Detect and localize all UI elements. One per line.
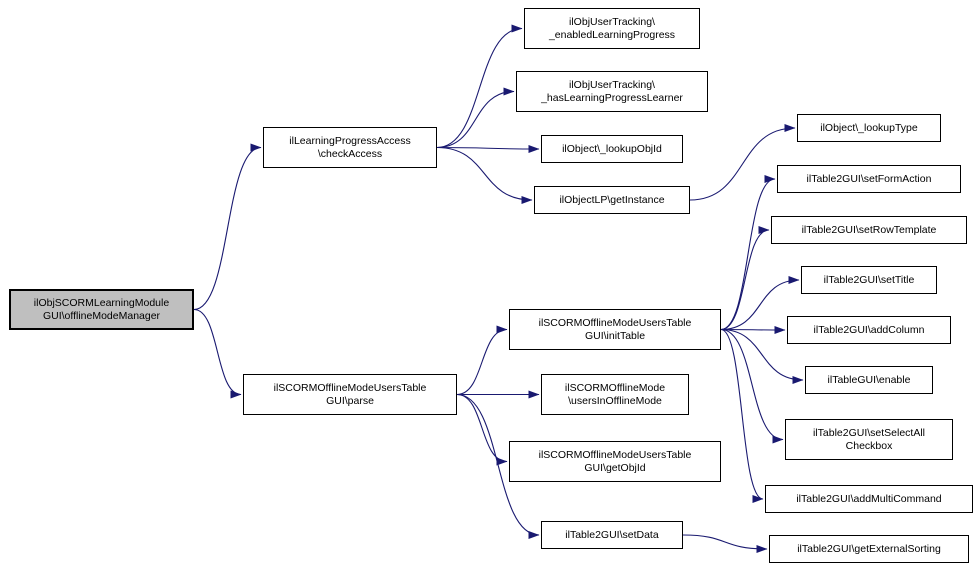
edge-checkAccess-to-hasLearningProgressLearner [436,87,515,149]
node-label-line: _enabledLearningProgress [548,28,676,41]
node-label-line: ilObject\_lookupType [820,121,918,134]
node-label-line: _hasLearningProgressLearner [541,91,683,104]
graph-node-hasLearningProgressLearner[interactable]: ilObjUserTracking\_hasLearningProgressLe… [516,71,708,112]
node-label-line: ilSCORMOfflineMode [564,381,666,394]
graph-node-addMultiCommand[interactable]: ilTable2GUI\addMultiCommand [765,485,973,513]
node-label-line: \checkAccess [317,147,383,160]
node-label-line: GUI\parse [326,394,374,407]
edge-setData-to-getExternalSorting [682,534,768,553]
node-label-line: ilObjUserTracking\ [569,78,655,91]
node-label-line: GUI\offlineModeManager [42,309,161,322]
node-label-line: ilSCORMOfflineModeUsersTable [538,316,692,329]
graph-node-setTitle[interactable]: ilTable2GUI\setTitle [801,266,937,294]
graph-node-addColumn[interactable]: ilTable2GUI\addColumn [787,316,951,344]
node-label-line: ilTable2GUI\getExternalSorting [797,542,941,555]
edge-parse-to-initTable [456,325,508,396]
edge-initTable-to-addMultiCommand [720,328,764,503]
node-label-line: ilTable2GUI\addColumn [813,323,925,336]
edge-checkAccess-to-lookupObjId [436,144,540,153]
graph-node-getExternalSorting[interactable]: ilTable2GUI\getExternalSorting [769,535,969,563]
node-label-line: ilTable2GUI\setData [565,528,659,541]
edge-checkAccess-to-getInstance [436,146,533,204]
graph-node-setFormAction[interactable]: ilTable2GUI\setFormAction [777,165,961,193]
node-label-line: ilTable2GUI\setTitle [823,273,915,286]
node-label-line: ilObjUserTracking\ [569,15,655,28]
node-label-line: ilTable2GUI\setFormAction [806,172,932,185]
edge-initTable-to-addColumn [720,325,786,334]
node-label-line: GUI\getObjId [584,461,646,474]
edge-checkAccess-to-enabledLearningProgress [436,24,523,149]
edge-parse-to-getObjId [456,393,508,466]
edge-initTable-to-setRowTemplate [720,226,770,331]
node-label-line: ilLearningProgressAccess [289,134,411,147]
node-label-line: Checkbox [845,439,893,452]
node-label-line: ilSCORMOfflineModeUsersTable [538,448,692,461]
graph-node-enable[interactable]: ilTableGUI\enable [805,366,933,394]
node-label-line: \usersInOfflineMode [568,394,662,407]
node-label-line: ilObject\_lookupObjId [562,142,662,155]
edge-offlineModeManager-to-parse [193,308,242,399]
graph-node-usersInOfflineMode[interactable]: ilSCORMOfflineMode\usersInOfflineMode [541,374,689,415]
graph-node-setData[interactable]: ilTable2GUI\setData [541,521,683,549]
node-label-line: ilTable2GUI\addMultiCommand [796,492,942,505]
graph-node-enabledLearningProgress[interactable]: ilObjUserTracking\_enabledLearningProgre… [524,8,700,49]
graph-node-getInstance[interactable]: ilObjectLP\getInstance [534,186,690,214]
node-label-line: ilTableGUI\enable [827,373,911,386]
node-label-line: ilTable2GUI\setSelectAll [812,426,926,439]
edge-initTable-to-setSelectAllCheckbox [720,328,784,444]
graph-node-lookupType[interactable]: ilObject\_lookupType [797,114,941,142]
edge-offlineModeManager-to-checkAccess [193,143,262,311]
graph-node-checkAccess[interactable]: ilLearningProgressAccess\checkAccess [263,127,437,168]
graph-node-setRowTemplate[interactable]: ilTable2GUI\setRowTemplate [771,216,967,244]
node-label-line: ilObjSCORMLearningModule [33,296,170,309]
edge-initTable-to-setFormAction [720,175,776,331]
graph-node-lookupObjId[interactable]: ilObject\_lookupObjId [541,135,683,163]
node-label-line: ilObjectLP\getInstance [559,193,665,206]
node-label-line: ilTable2GUI\setRowTemplate [801,223,937,236]
node-label-line: GUI\initTable [584,329,646,342]
node-label-line: ilSCORMOfflineModeUsersTable [273,381,427,394]
